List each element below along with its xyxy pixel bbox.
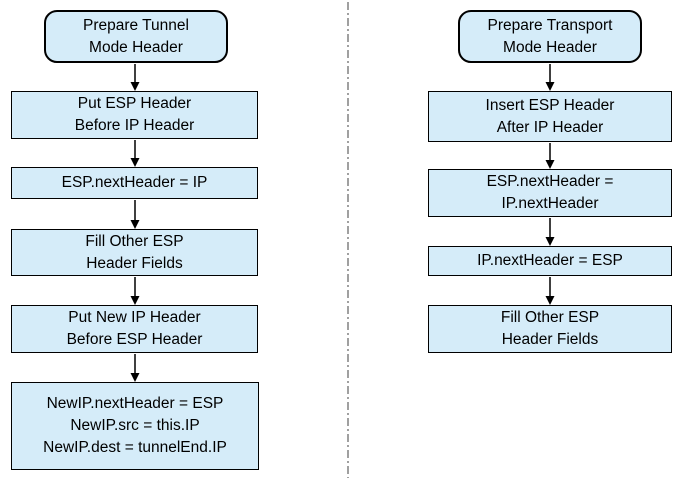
node-ip-nextheader-equals-esp: IP.nextHeader = ESP: [428, 246, 672, 276]
node-label: Put ESP Header Before IP Header: [74, 95, 195, 134]
down-arrow: [545, 218, 555, 246]
node-label: ESP.nextHeader = IP.nextHeader: [486, 173, 614, 212]
node-label: IP.nextHeader = ESP: [477, 252, 623, 269]
node-label: Prepare Transport Mode Header: [487, 16, 613, 56]
node-fill-other-esp-header-fields-tunnel: Fill Other ESP Header Fields: [11, 229, 258, 276]
down-arrow: [130, 277, 140, 305]
node-esp-nextheader-equals-ip-nextheader: ESP.nextHeader = IP.nextHeader: [428, 169, 672, 217]
node-put-new-ip-header-before-esp-header: Put New IP Header Before ESP Header: [11, 305, 258, 353]
node-insert-esp-header-after-ip-header: Insert ESP Header After IP Header: [428, 91, 672, 142]
node-fill-other-esp-header-fields-transport: Fill Other ESP Header Fields: [428, 305, 672, 353]
node-label: Fill Other ESP Header Fields: [85, 232, 184, 272]
node-label: Put New IP Header Before ESP Header: [66, 309, 203, 348]
down-arrow: [130, 140, 140, 167]
node-put-esp-header-before-ip-header: Put ESP Header Before IP Header: [11, 91, 258, 139]
node-esp-nextheader-equals-ip: ESP.nextHeader = IP: [11, 167, 258, 199]
node-label: Prepare Tunnel Mode Header: [83, 16, 189, 56]
node-prepare-tunnel-mode-header: Prepare Tunnel Mode Header: [44, 10, 228, 63]
down-arrow: [130, 200, 140, 229]
down-arrow: [545, 277, 555, 305]
down-arrow: [130, 354, 140, 382]
node-newip-field-assignments: NewIP.nextHeader = ESP NewIP.src = this.…: [11, 382, 259, 470]
down-arrow: [130, 64, 140, 91]
node-label: Insert ESP Header After IP Header: [485, 96, 615, 136]
node-label: NewIP.nextHeader = ESP NewIP.src = this.…: [43, 395, 227, 456]
node-label: Fill Other ESP Header Fields: [500, 309, 600, 348]
node-prepare-transport-mode-header: Prepare Transport Mode Header: [458, 10, 642, 63]
down-arrow: [545, 143, 555, 169]
down-arrow: [545, 64, 555, 91]
node-label: ESP.nextHeader = IP: [61, 174, 208, 191]
